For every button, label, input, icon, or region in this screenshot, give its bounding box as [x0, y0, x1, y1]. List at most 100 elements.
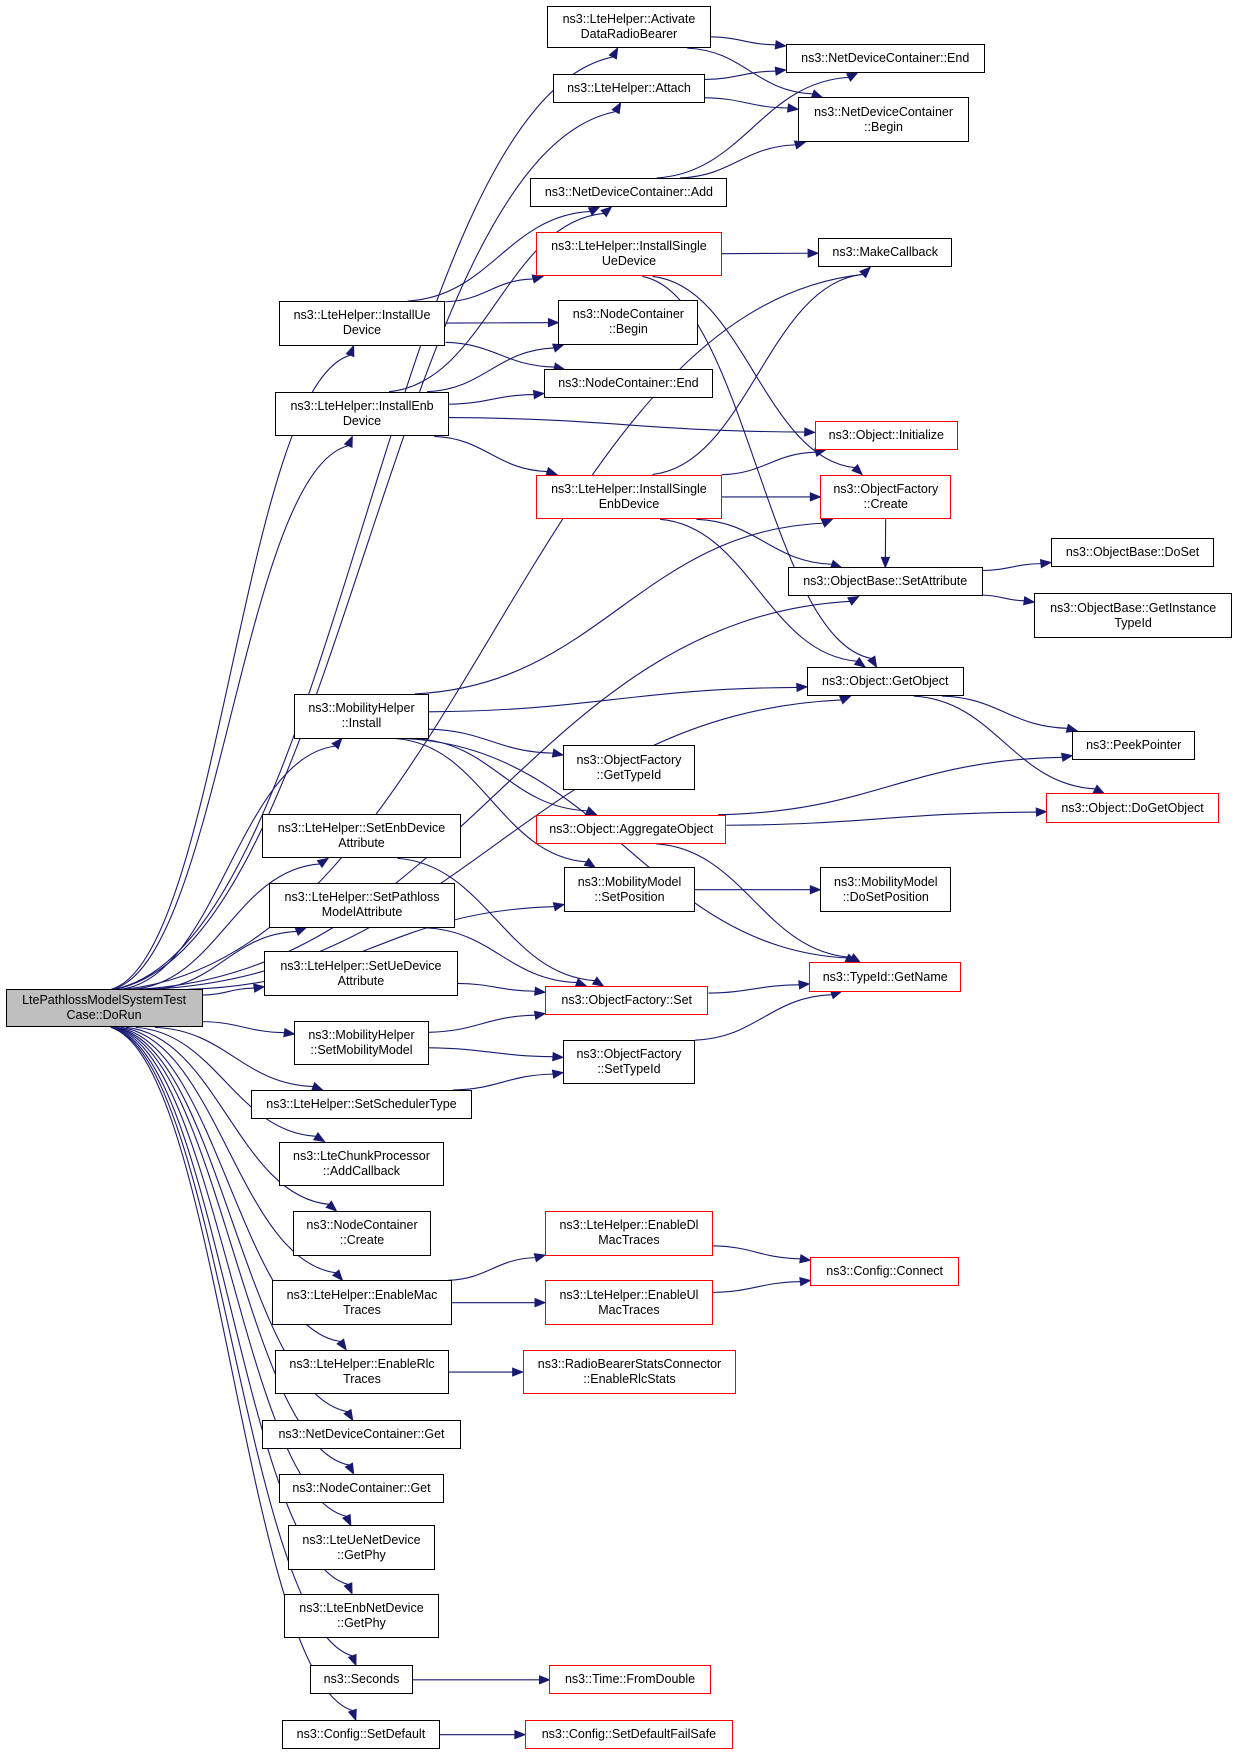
node-attach[interactable]: ns3::LteHelper::Attach: [552, 73, 706, 103]
node-ue-getphy[interactable]: ns3::LteUeNetDevice ::GetPhy: [287, 1525, 436, 1571]
node-ndc-get[interactable]: ns3::NetDeviceContainer::Get: [261, 1420, 462, 1450]
node-typeid-getname[interactable]: ns3::TypeId::GetName: [809, 962, 962, 992]
edge-mob-setmodel-to-of-settypeid: [428, 1047, 553, 1058]
node-of-create[interactable]: ns3::ObjectFactory ::Create: [820, 474, 952, 520]
node-nc-create[interactable]: ns3::NodeContainer ::Create: [293, 1210, 431, 1256]
edge-mob-install-to-of-create: [414, 522, 824, 695]
node-mm-setpos[interactable]: ns3::MobilityModel ::SetPosition: [564, 867, 695, 913]
edge-root-to-config-setdefault: [110, 1026, 353, 1712]
edge-set-ue-attr-to-of-set: [457, 982, 536, 992]
node-mob-install[interactable]: ns3::MobilityHelper ::Install: [294, 693, 429, 739]
edge-install-enb-to-obj-init: [448, 417, 805, 433]
edge-set-scheduler-to-of-settypeid: [452, 1073, 554, 1091]
node-enable-mac[interactable]: ns3::LteHelper::EnableMac Traces: [271, 1280, 453, 1326]
arrowhead-of-settypeid: [551, 1069, 565, 1079]
arrowhead-obj-getobj: [796, 682, 809, 693]
arrowhead-typeid-getname: [848, 953, 862, 964]
arrowhead-obj-dogetobj: [1092, 784, 1106, 795]
node-chunk-addcb[interactable]: ns3::LteChunkProcessor ::AddCallback: [278, 1141, 445, 1187]
node-nc-begin[interactable]: ns3::NodeContainer ::Begin: [558, 299, 699, 345]
arrowhead-peek: [1065, 723, 1079, 733]
node-set-scheduler[interactable]: ns3::LteHelper::SetSchedulerType: [250, 1090, 473, 1120]
arrowhead-of-set: [534, 986, 547, 996]
node-mm-dosetpos[interactable]: ns3::MobilityModel ::DoSetPosition: [820, 867, 952, 913]
edge-install-ue-to-nc-end: [445, 341, 555, 368]
node-time-fromdouble[interactable]: ns3::Time::FromDouble: [549, 1665, 711, 1695]
node-obj-getobj[interactable]: ns3::Object::GetObject: [806, 667, 964, 697]
arrowhead-nc-create: [325, 1200, 338, 1212]
arrowhead-typeid-getname: [829, 990, 843, 1000]
edge-of-settypeid-to-typeid-getname: [694, 994, 832, 1041]
arrowhead-set-pathloss: [294, 927, 308, 937]
node-seconds[interactable]: ns3::Seconds: [310, 1665, 413, 1695]
edge-install-ue-to-install-single-ue: [445, 278, 534, 303]
node-config-setdefault[interactable]: ns3::Config::SetDefault: [282, 1720, 440, 1750]
node-set-enb-attr[interactable]: ns3::LteHelper::SetEnbDevice Attribute: [261, 813, 462, 859]
edge-root-to-attach: [114, 111, 616, 990]
node-enable-ul-mac[interactable]: ns3::LteHelper::EnableUl MacTraces: [545, 1280, 713, 1326]
node-enable-dl-mac[interactable]: ns3::LteHelper::EnableDl MacTraces: [545, 1210, 713, 1256]
node-install-single-enb[interactable]: ns3::LteHelper::InstallSingle EnbDevice: [536, 474, 722, 520]
edge-obj-aggregate-to-peek: [718, 756, 1063, 816]
arrowhead-seconds: [347, 1653, 357, 1667]
node-of-settypeid[interactable]: ns3::ObjectFactory ::SetTypeId: [562, 1039, 695, 1085]
edge-install-single-enb-to-obj-init: [721, 451, 816, 476]
edge-enable-mac-to-enable-dl-mac: [448, 1257, 536, 1281]
node-enb-getphy[interactable]: ns3::LteEnbNetDevice ::GetPhy: [284, 1593, 439, 1639]
node-config-connect[interactable]: ns3::Config::Connect: [810, 1256, 960, 1286]
node-obj-dogetobj[interactable]: ns3::Object::DoGetObject: [1046, 793, 1219, 823]
arrowhead-make-callback: [807, 248, 820, 259]
node-ndc-end[interactable]: ns3::NetDeviceContainer::End: [785, 43, 985, 73]
node-root[interactable]: LtePathlossModelSystemTest Case::DoRun: [5, 989, 203, 1028]
edge-install-enb-to-install-single-enb: [434, 435, 548, 473]
node-of-gettypeid[interactable]: ns3::ObjectFactory ::GetTypeId: [562, 745, 695, 791]
node-nc-get[interactable]: ns3::NodeContainer::Get: [278, 1473, 445, 1503]
arrowhead-peek: [1060, 752, 1074, 763]
edge-mob-install-to-of-gettypeid: [428, 728, 554, 754]
arrowhead-config-setdefaultfs: [514, 1729, 527, 1740]
node-of-set[interactable]: ns3::ObjectFactory::Set: [545, 985, 709, 1016]
arrowhead-config-setdefault: [347, 1708, 357, 1722]
edge-activate-to-ndc-begin: [687, 47, 813, 95]
node-install-enb[interactable]: ns3::LteHelper::InstallEnb Device: [275, 391, 449, 437]
arrowhead-enable-dl-mac: [533, 1253, 547, 1263]
node-nc-end[interactable]: ns3::NodeContainer::End: [543, 369, 713, 399]
edge-root-to-make-callback: [123, 273, 864, 990]
node-enable-rlc[interactable]: ns3::LteHelper::EnableRlc Traces: [275, 1349, 449, 1395]
node-ob-doset[interactable]: ns3::ObjectBase::DoSet: [1050, 538, 1215, 568]
arrowhead-enable-rlc: [336, 1338, 347, 1351]
edge-set-enb-attr-to-of-set: [397, 857, 595, 982]
arrowhead-ob-setattr: [847, 595, 860, 606]
arrowhead-make-callback: [859, 266, 871, 279]
edge-mob-install-to-obj-aggregate: [414, 738, 588, 812]
edge-root-to-mob-install: [120, 745, 336, 990]
node-mob-setmodel[interactable]: ns3::MobilityHelper ::SetMobilityModel: [294, 1020, 429, 1066]
edge-enable-dl-mac-to-config-connect: [712, 1245, 801, 1260]
arrowhead-ndc-add: [587, 206, 601, 216]
node-make-callback[interactable]: ns3::MakeCallback: [818, 238, 953, 268]
arrowhead-mob-install: [331, 737, 343, 750]
edge-obj-getobj-to-peek: [941, 695, 1068, 729]
arrowhead-install-enb: [343, 435, 353, 448]
node-config-setdefaultfs[interactable]: ns3::Config::SetDefaultFailSafe: [524, 1720, 734, 1750]
node-obj-aggregate[interactable]: ns3::Object::AggregateObject: [536, 814, 727, 844]
node-ob-setattr[interactable]: ns3::ObjectBase::SetAttribute: [787, 567, 983, 597]
arrowhead-mm-setpos: [583, 857, 597, 869]
node-rbsc-rlc[interactable]: ns3::RadioBearerStatsConnector ::EnableR…: [522, 1349, 737, 1395]
arrowhead-obj-getobj: [867, 655, 878, 669]
node-install-ue[interactable]: ns3::LteHelper::InstallUe Device: [278, 301, 446, 346]
edge-install-enb-to-ndc-add: [388, 212, 604, 393]
node-ndc-begin[interactable]: ns3::NetDeviceContainer ::Begin: [797, 97, 970, 143]
node-set-pathloss[interactable]: ns3::LteHelper::SetPathloss ModelAttribu…: [268, 882, 456, 928]
node-activate[interactable]: ns3::LteHelper::Activate DataRadioBearer: [547, 5, 711, 49]
edge-install-enb-to-nc-end: [448, 394, 534, 405]
node-ndc-add[interactable]: ns3::NetDeviceContainer::Add: [530, 177, 728, 208]
edge-install-single-enb-to-obj-getobj: [659, 518, 857, 662]
node-set-ue-attr[interactable]: ns3::LteHelper::SetUeDevice Attribute: [264, 951, 458, 996]
node-obj-init[interactable]: ns3::Object::Initialize: [814, 420, 958, 450]
node-peek[interactable]: ns3::PeekPointer: [1072, 730, 1196, 760]
node-ob-getinst[interactable]: ns3::ObjectBase::GetInstance TypeId: [1034, 593, 1233, 638]
node-install-single-ue[interactable]: ns3::LteHelper::InstallSingle UeDevice: [536, 231, 722, 277]
